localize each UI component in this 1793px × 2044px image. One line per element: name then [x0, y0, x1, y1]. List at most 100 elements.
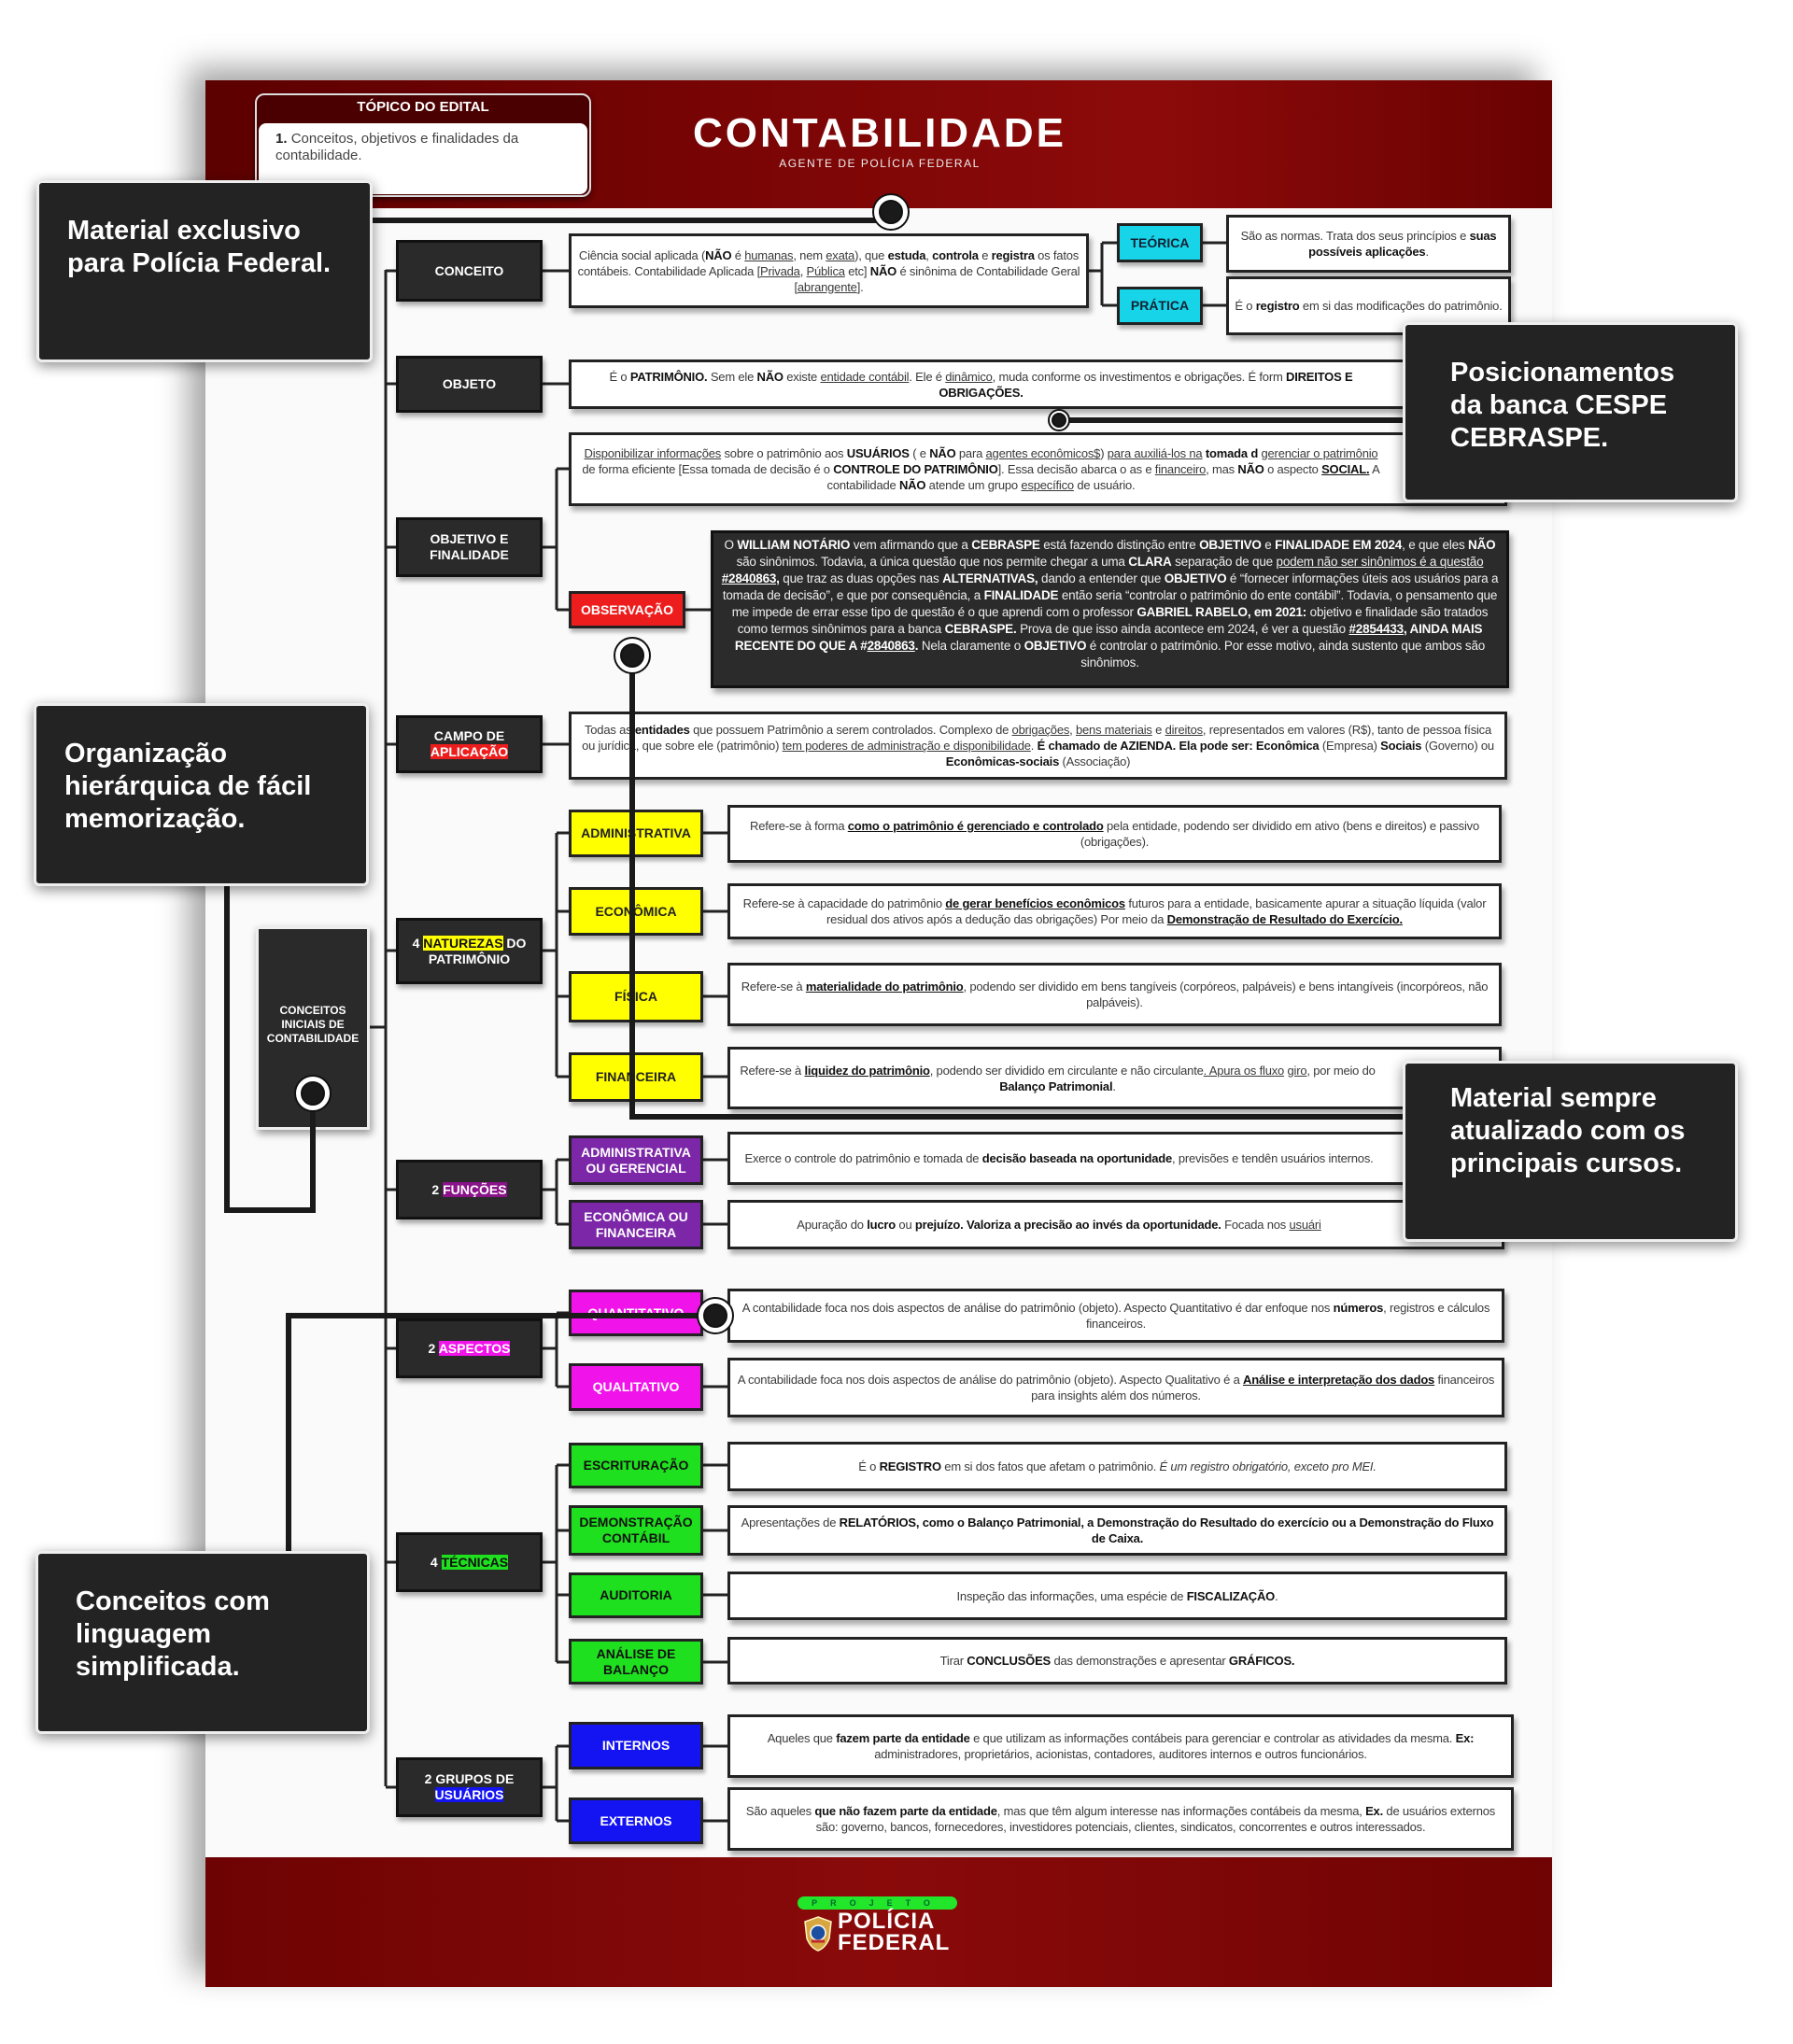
page-title: CONTABILIDADE: [693, 110, 1066, 156]
text-segment: .: [1030, 739, 1038, 753]
text-segment: CEBRASPE: [971, 538, 1040, 552]
desc-aspecto-qualitativo: A contabilidade foca nos dois aspectos d…: [727, 1358, 1504, 1417]
rich-text: Ciência social aplicada (NÃO é humanas, …: [577, 247, 1080, 295]
rich-text: Disponibilizar informações sobre o patri…: [577, 445, 1385, 493]
text-segment: CONCEITO: [434, 262, 504, 278]
rich-text: 4 TÉCNICAS: [431, 1554, 509, 1571]
text-segment: ,: [1069, 723, 1076, 737]
text-segment: A contabilidade foca nos dois aspectos d…: [741, 1301, 1334, 1315]
text-segment: 2840863: [867, 639, 915, 653]
text-segment: .: [1112, 1078, 1116, 1093]
text-segment: em si das modificações do patrimônio.: [1299, 299, 1503, 313]
text-segment: RELATÓRIOS, como o Balanço Patrimonial, …: [839, 1515, 1494, 1545]
text-segment: #2840863,: [721, 571, 780, 585]
text-segment: , AINDA MAIS RECENTE DO QUE A #: [734, 622, 1483, 653]
text-segment: FISCALIZAÇÃO: [1186, 1588, 1276, 1603]
text-segment: entidades: [634, 723, 690, 737]
chip-funcao-administrativa: ADMINISTRATIVA OU GERENCIAL: [569, 1135, 703, 1185]
chip-natureza-fisica: FÍSICA: [569, 971, 703, 1022]
desc-objetivo: Disponibilizar informações sobre o patri…: [569, 432, 1507, 506]
text-segment: CONTROLE DO PATRIMÔNIO: [833, 462, 998, 476]
text-segment: liquidez do patrimônio: [804, 1063, 930, 1078]
connector-node-icon: [294, 193, 1070, 1334]
chip-funcao-economica: ECONÔMICA OU FINANCEIRA: [569, 1200, 703, 1249]
text-segment: é: [731, 247, 745, 262]
text-segment: OBJETIVO: [1199, 538, 1262, 552]
text-segment: .: [1275, 1588, 1278, 1603]
text-segment: DO PATRIMÔNIO: [428, 935, 527, 966]
text-segment: , previsões e tendên: [1172, 1151, 1278, 1165]
desc-funcao-economica: Apuração do lucro ou prejuízo. Valoriza …: [727, 1200, 1504, 1249]
text-segment: (Governo) ou: [1421, 739, 1494, 753]
text-segment: é controlar o patrimônio. Por esse motiv…: [1080, 639, 1486, 670]
text-segment: É o: [609, 369, 630, 384]
rich-text: É o REGISTRO em si dos fatos que afetam …: [858, 1459, 1377, 1474]
rich-text: É o PATRIMÔNIO. Sem ele NÃO existe entid…: [577, 369, 1385, 401]
text-segment: #2854433: [1348, 622, 1404, 636]
rich-text: Refere-se à capacidade do patrimônio de …: [736, 895, 1493, 927]
text-segment: 2: [431, 1181, 444, 1197]
logo-line-1: POLÍCIA: [838, 1909, 936, 1934]
text-segment: , muda conforme os investimentos e obrig…: [992, 369, 1283, 384]
projeto-pill: PROJETO: [798, 1896, 957, 1910]
text-segment: podem não ser sinônimos é a questão: [1276, 555, 1484, 569]
text-segment: direitos: [1165, 723, 1204, 737]
rich-text: 2 ASPECTOS: [429, 1340, 511, 1357]
text-segment: e: [1151, 723, 1165, 737]
chip-tecnica-demonstracao: DEMONSTRAÇÃO CONTÁBIL: [569, 1505, 703, 1556]
text-segment: , mas que têm algum interesse nas inform…: [996, 1804, 1366, 1818]
text-segment: Pública: [806, 263, 845, 278]
text-segment: .: [914, 639, 919, 653]
text-segment: humanas: [744, 247, 794, 262]
text-segment: Prova de que isso ainda acontece em 2024…: [1016, 622, 1349, 636]
text-segment: OBJETIVO E FINALIDADE: [430, 531, 509, 562]
rich-text: Apresentações de RELATÓRIOS, como o Bala…: [736, 1515, 1499, 1546]
text-segment: , podendo ser dividido em bens tangíveis…: [963, 980, 1489, 1009]
text-segment: Ex.: [1365, 1804, 1383, 1818]
text-segment: obrigações: [1011, 723, 1070, 737]
text-segment: estuda: [887, 247, 926, 262]
text-segment: registro: [1255, 299, 1300, 313]
text-segment: decisão baseada na oportunidade: [981, 1151, 1173, 1165]
text-segment: OBJETIVO: [1024, 639, 1087, 653]
text-segment: então seria “controlar o patrimônio do e…: [731, 588, 1498, 619]
text-segment: São aqueles: [745, 1804, 815, 1818]
text-segment: OBJETO: [442, 376, 497, 391]
text-segment: ASPECTOS: [438, 1340, 511, 1356]
text-segment: são sinônimos. Todavia, a única questão …: [736, 555, 1129, 569]
chip-teorica: TEÓRICA: [1117, 223, 1203, 262]
text-segment: É um registro obrigatório, exceto pro ME…: [1159, 1459, 1377, 1473]
text-segment: Ciência social aplicada (: [578, 247, 706, 262]
text-segment: bens materiais: [1075, 723, 1152, 737]
text-segment: Ex:: [1455, 1731, 1475, 1745]
text-segment: É o: [858, 1459, 880, 1473]
rich-text: Todas as entidades que possuem Patrimôni…: [577, 722, 1499, 769]
chip-usuarios-externos: EXTERNOS: [569, 1797, 703, 1844]
text-segment: de gerar benefícios econômicos: [945, 896, 1125, 910]
rich-text: Tirar CONCLUSÕES das demonstrações e apr…: [940, 1653, 1295, 1669]
text-segment: GABRIEL RABELO, em 2021:: [1137, 605, 1307, 619]
text-segment: Econômicas-sociais: [945, 754, 1060, 768]
text-segment: Refere-se à capacidade do patrimônio: [742, 896, 946, 910]
rich-text: CAMPO DE APLICAÇÃO: [404, 728, 534, 760]
text-segment: Privada: [760, 263, 800, 278]
text-segment: WILLIAM NOTÁRIO: [737, 538, 851, 552]
text-segment: exata: [826, 247, 855, 262]
rich-text: OBJETIVO E FINALIDADE: [404, 531, 534, 563]
callout-material-exclusivo: Material exclusivo para Polícia Federal.: [36, 180, 373, 362]
rich-text: 2 GRUPOS DE USUÁRIOS: [404, 1771, 534, 1803]
rich-text: É o registro em si das modificações do p…: [1235, 298, 1502, 314]
text-segment: CONCLUSÕES: [967, 1654, 1052, 1668]
chip-usuarios-internos: INTERNOS: [569, 1722, 703, 1769]
text-segment: que traz as duas opções nas: [779, 571, 943, 585]
chip-natureza-administrativa: ADMINISTRATIVA: [569, 810, 703, 857]
text-segment: objetivo e finalidade são tratados como …: [737, 605, 1489, 636]
desc-teorica: São as normas. Trata dos seus princípios…: [1226, 215, 1511, 273]
text-segment: ]. Essa decisão abarca o as: [997, 462, 1143, 476]
chip-aspecto-qualitativo: QUALITATIVO: [569, 1363, 703, 1411]
text-segment: NÃO: [756, 369, 784, 384]
text-segment: de usuário.: [1073, 478, 1136, 492]
text-segment: FINALIDADE EM 2024: [1275, 538, 1403, 552]
text-segment: ,: [925, 247, 933, 262]
text-segment: que possuem Patrimônio a serem controlad…: [689, 723, 1012, 737]
